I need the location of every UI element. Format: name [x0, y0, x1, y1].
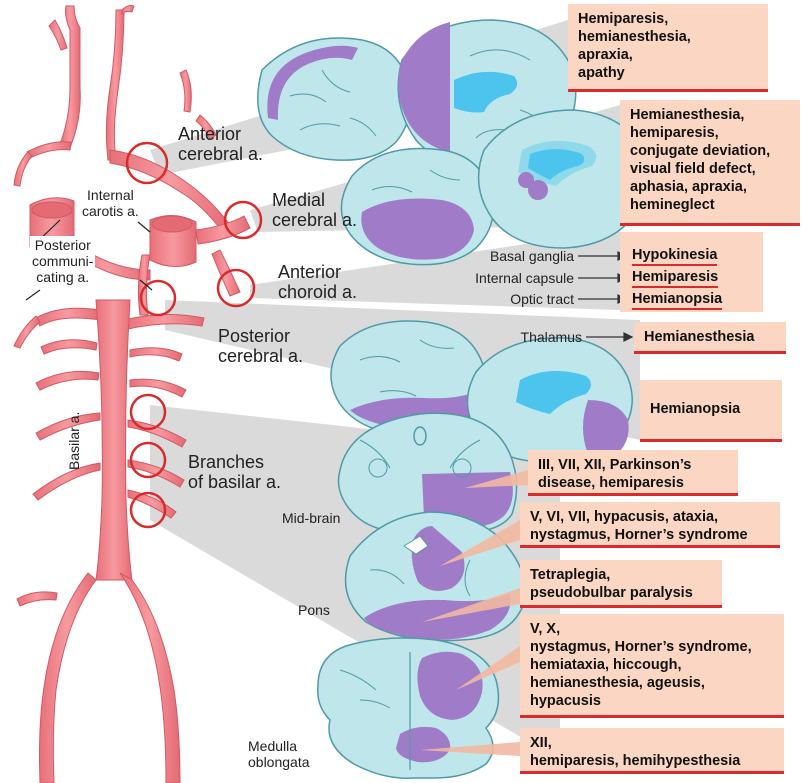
- artery-basilar: [96, 300, 132, 580]
- deficit-box-medulla-upper: V, X,nystagmus, Horner’s syndrome, hemia…: [520, 614, 784, 718]
- deficit-box-thalamus: Hemianesthesia: [634, 322, 786, 354]
- deficit-box-pons-lower: Tetraplegia,pseudobulbar paralysis: [520, 560, 722, 608]
- structure-basal-ganglia: Basal ganglia: [440, 248, 574, 264]
- structure-internal-capsule: Internal capsule: [440, 270, 574, 286]
- structure-thalamus: Thalamus: [480, 329, 582, 345]
- deficit-box-posterior-cerebral: Hemianopsia: [640, 380, 782, 442]
- deficit-hemiparesis: Hemiparesis: [632, 268, 718, 288]
- artery-tree: [14, 6, 250, 783]
- label-midbrain: Mid-brain: [282, 510, 340, 526]
- artery-vertebral-left: [40, 573, 97, 783]
- deficit-box-medial-cerebral: Hemianesthesia,hemiparesis, conjugate de…: [620, 100, 800, 226]
- deficit-box-medulla-lower: XII,hemiparesis, hemihypesthesia: [520, 728, 784, 774]
- artery-right-upper: [106, 10, 124, 160]
- artery-posterior-cerebral-left: [36, 308, 100, 326]
- deficit-hemianopsia: Hemianopsia: [632, 290, 722, 310]
- brain-anterior-lateral: [258, 38, 411, 160]
- artery-left-upper: [60, 6, 80, 148]
- deficit-box-anterior-cerebral: Hemiparesis,hemianesthesia, apraxia,apat…: [568, 4, 768, 92]
- structure-optic-tract: Optic tract: [440, 291, 574, 307]
- label-pons: Pons: [298, 602, 330, 618]
- deficit-hypokinesia: Hypokinesia: [632, 246, 717, 266]
- medulla-section: [318, 638, 499, 778]
- label-basilar: Basilar a.: [66, 412, 82, 470]
- artery-vertebral-right: [120, 573, 180, 783]
- deficit-box-pons-upper: V, VI, VII, hypacusis, ataxia,nystagmus,…: [520, 502, 780, 548]
